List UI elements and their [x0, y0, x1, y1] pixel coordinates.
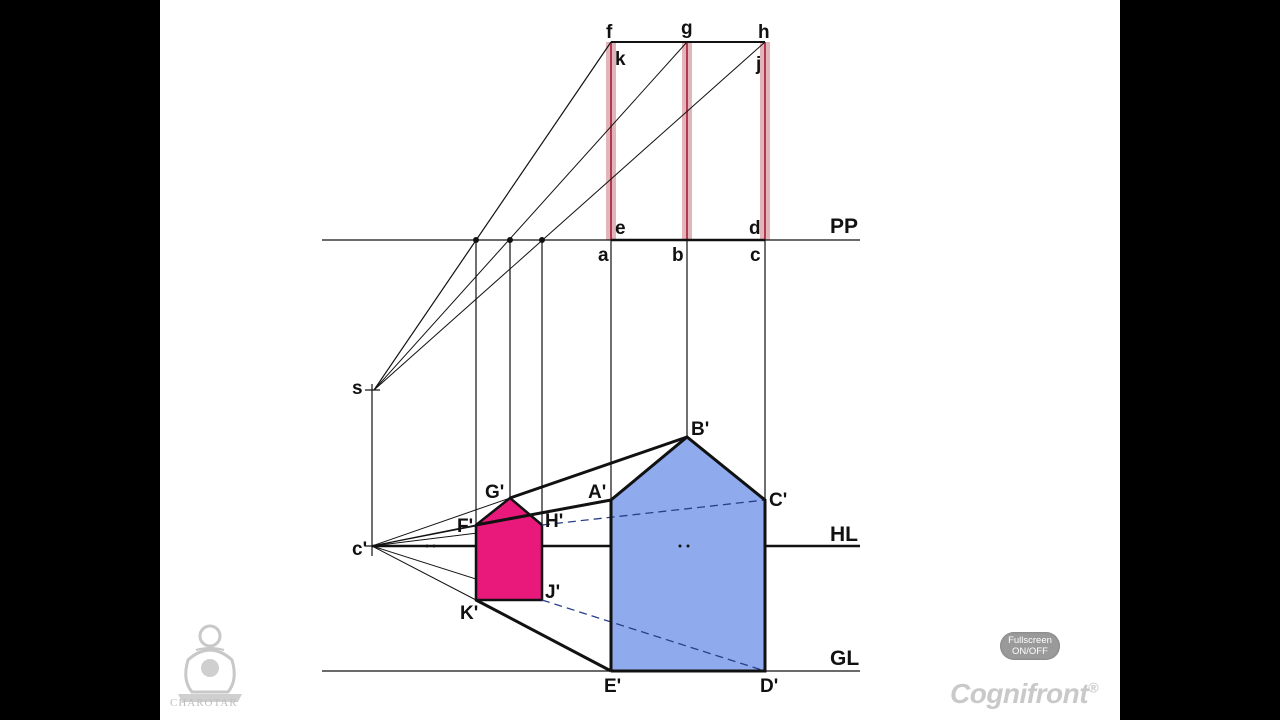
- label-g: g: [681, 18, 693, 39]
- label-A: A': [588, 482, 606, 503]
- label-E: E': [604, 676, 621, 697]
- hl-dot-1: [425, 544, 429, 548]
- label-b: b: [672, 245, 684, 266]
- visual-ray-f: [373, 41, 612, 391]
- label-c-prime: c': [352, 539, 367, 560]
- drawing-stage: f g h k j e d a b c PP HL GL s c' B' A' …: [160, 0, 1120, 720]
- label-e: e: [615, 218, 626, 239]
- label-j: j: [755, 54, 761, 75]
- label-h: h: [758, 22, 770, 43]
- hl-dot-4: [686, 544, 690, 548]
- label-K: K': [460, 603, 478, 624]
- perspective-drawing: f g h k j e d a b c PP HL GL s c' B' A' …: [322, 18, 860, 697]
- label-s: s: [352, 378, 363, 399]
- brand-logo: Cognifront®: [950, 678, 1098, 710]
- label-f: f: [606, 22, 613, 43]
- base-edge-left: [475, 598, 612, 673]
- fullscreen-state-label: ON/OFF: [1012, 646, 1048, 657]
- hidden-edge-top: [541, 499, 766, 526]
- visual-ray-g: [373, 41, 688, 391]
- brand-name: Cognifront: [950, 678, 1089, 709]
- label-H: H': [545, 511, 563, 532]
- label-c: c: [750, 245, 761, 266]
- fullscreen-label: Fullscreen: [1008, 635, 1052, 646]
- label-k: k: [615, 49, 626, 70]
- label-B: B': [691, 419, 709, 440]
- label-gl: GL: [830, 647, 859, 670]
- label-d: d: [749, 218, 761, 239]
- vanish-line-K: [371, 545, 477, 601]
- label-C: C': [769, 490, 787, 511]
- hl-dot-3: [678, 544, 682, 548]
- label-a: a: [598, 245, 609, 266]
- label-J: J': [545, 582, 560, 603]
- hl-dot-2: [432, 544, 436, 548]
- label-F: F': [457, 516, 473, 537]
- visual-ray-h: [373, 41, 766, 391]
- front-face: [611, 437, 765, 671]
- charotar-logo-icon: [178, 624, 242, 702]
- front-face-outline: [609, 435, 767, 673]
- hidden-edge-bottom: [541, 599, 766, 672]
- eave-edge-left: [475, 498, 612, 527]
- ridge-edge: [509, 435, 688, 500]
- publisher-name: CHAROTAR: [170, 697, 238, 709]
- fullscreen-toggle-button[interactable]: Fullscreen ON/OFF: [1000, 632, 1060, 660]
- label-hl: HL: [830, 523, 858, 546]
- vanish-line-G: [371, 497, 511, 547]
- label-pp: PP: [830, 215, 858, 238]
- brand-mark: ®: [1088, 679, 1098, 696]
- label-D: D': [760, 676, 778, 697]
- label-G: G': [485, 482, 504, 503]
- small-face: [474, 496, 544, 602]
